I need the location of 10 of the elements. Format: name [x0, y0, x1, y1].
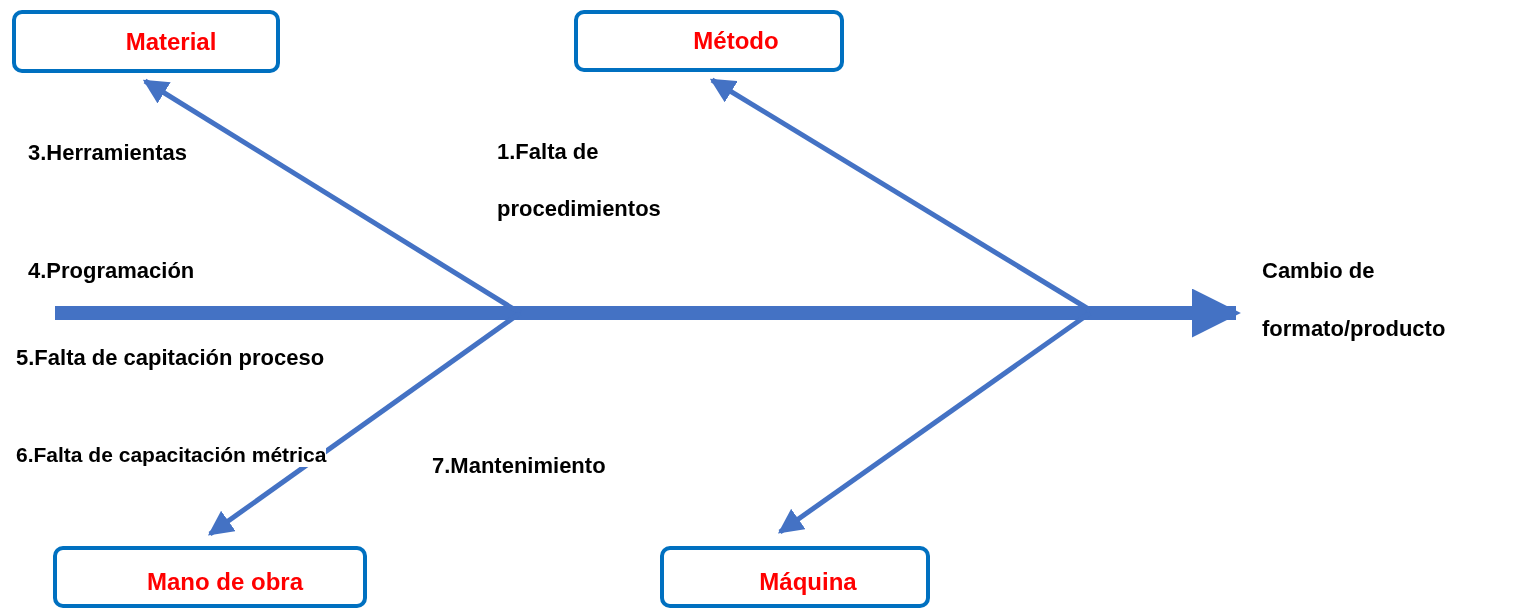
category-label: Método [693, 27, 779, 55]
category-label: Material [125, 27, 217, 56]
effect-label: Cambio de formato/producto [1262, 257, 1447, 343]
category-box [12, 10, 280, 73]
category-box [53, 546, 367, 608]
category-label: Mano de obra [147, 568, 303, 596]
category-box [660, 546, 930, 608]
category-box [574, 10, 844, 72]
spine-arrow [55, 288, 1241, 338]
category-label: Máquina [759, 568, 857, 596]
